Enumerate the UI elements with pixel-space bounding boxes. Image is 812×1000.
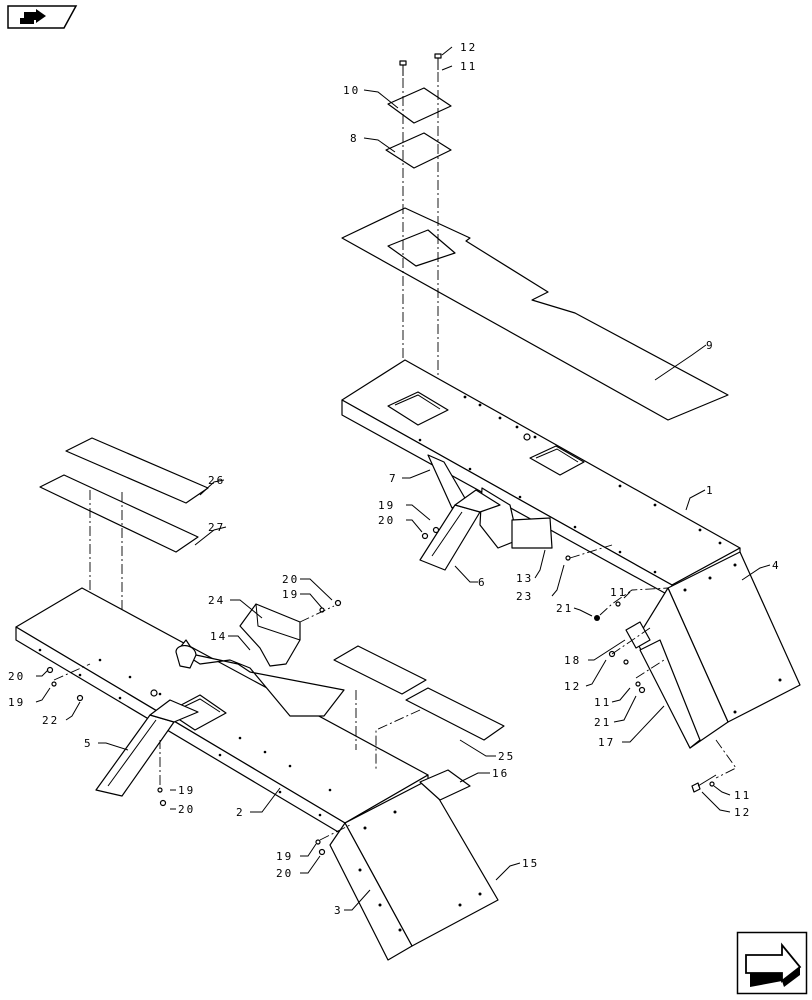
callout-12: 12 xyxy=(460,41,477,54)
callout-6: 6 xyxy=(478,576,487,589)
fastener-19-20-lower xyxy=(157,787,167,807)
part-24-bracket xyxy=(239,603,301,667)
bolt-bottom-right xyxy=(691,774,717,793)
callout-20: 20 xyxy=(282,573,299,586)
callout-19: 19 xyxy=(178,784,195,797)
part-5-support xyxy=(95,699,199,797)
callout-25: 25 xyxy=(498,750,515,763)
bolt-top-right xyxy=(434,53,442,70)
callout-8: 8 xyxy=(350,132,359,145)
callout-19: 19 xyxy=(8,696,25,709)
callout-24: 24 xyxy=(208,594,225,607)
fastener-20-19-top xyxy=(319,599,342,613)
callout-3: 3 xyxy=(334,904,343,917)
callout-7: 7 xyxy=(389,472,398,485)
bolt-top-left xyxy=(399,60,407,76)
callout-11: 11 xyxy=(734,789,751,802)
next-page-icon[interactable] xyxy=(736,931,808,995)
part-3-fender xyxy=(329,779,499,961)
callout-20: 20 xyxy=(378,514,395,527)
part-14-cover xyxy=(175,639,345,717)
part-2-beam xyxy=(15,587,429,837)
callout-21: 21 xyxy=(594,716,611,729)
callout-20: 20 xyxy=(8,670,25,683)
callout-20: 20 xyxy=(178,803,195,816)
part-13-plate xyxy=(511,517,553,549)
part-18-bracket xyxy=(625,621,651,649)
callout-12: 12 xyxy=(564,680,581,693)
callout-19: 19 xyxy=(276,850,293,863)
callout-13: 13 xyxy=(516,572,533,585)
callout-11: 11 xyxy=(610,586,627,599)
part-27-strip xyxy=(39,474,199,553)
callout-20: 20 xyxy=(276,867,293,880)
callout-4: 4 xyxy=(772,559,781,572)
part-10-plate xyxy=(387,87,452,124)
callout-17: 17 xyxy=(598,736,615,749)
callout-5: 5 xyxy=(84,737,93,750)
part-17-panel xyxy=(639,639,701,749)
callout-11: 11 xyxy=(594,696,611,709)
callout-22: 22 xyxy=(42,714,59,727)
callout-15: 15 xyxy=(522,857,539,870)
callout-26: 26 xyxy=(208,474,225,487)
callout-18: 18 xyxy=(564,654,581,667)
previous-page-icon[interactable] xyxy=(6,4,78,30)
callout-2: 2 xyxy=(236,806,245,819)
callout-12: 12 xyxy=(734,806,751,819)
part-8-plate xyxy=(385,132,452,169)
callout-16: 16 xyxy=(492,767,509,780)
leader-lines xyxy=(35,46,771,911)
part-25-strip xyxy=(333,645,505,741)
callout-27: 27 xyxy=(208,521,225,534)
callout-21: 21 xyxy=(556,602,573,615)
callout-14: 14 xyxy=(210,630,227,643)
fastener-19-20-mid xyxy=(315,839,326,856)
callout-labels: 12 11 10 8 9 7 1 19 20 6 13 23 4 11 21 1… xyxy=(8,41,781,917)
part-6-bracket xyxy=(419,489,501,571)
callout-23: 23 xyxy=(516,590,533,603)
part-16-flap xyxy=(419,769,471,801)
bolt-23 xyxy=(565,555,571,561)
fastener-19-right xyxy=(421,526,440,540)
callout-19: 19 xyxy=(282,588,299,601)
callout-19: 19 xyxy=(378,499,395,512)
callout-9: 9 xyxy=(706,339,715,352)
callout-1: 1 xyxy=(706,484,715,497)
callout-10: 10 xyxy=(343,84,360,97)
callout-11: 11 xyxy=(460,60,477,73)
